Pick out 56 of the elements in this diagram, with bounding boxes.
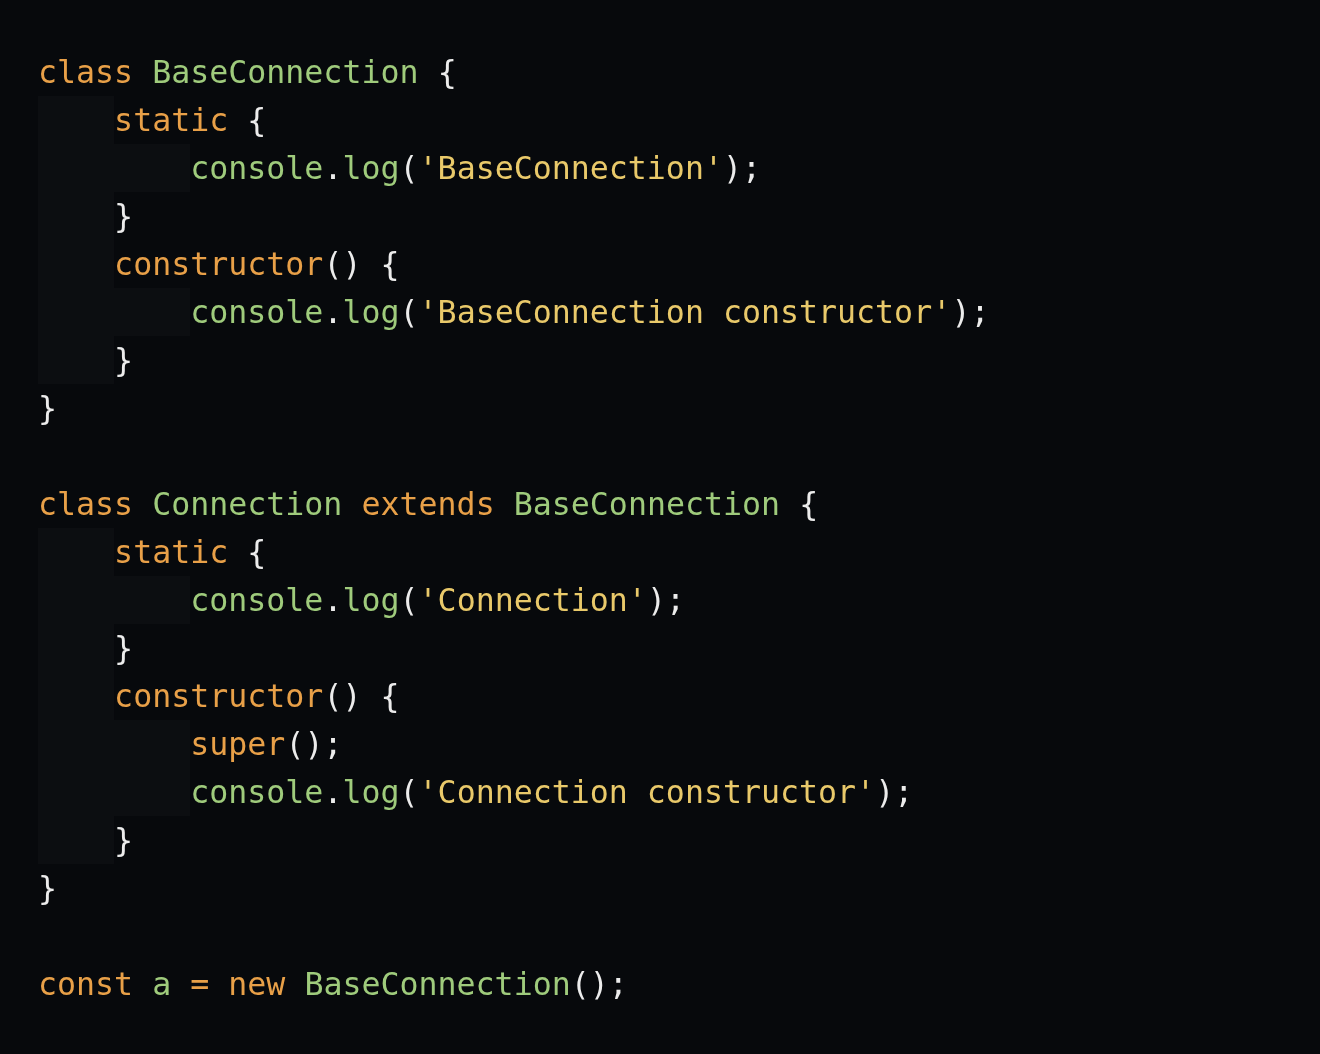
code-identifier: BaseConnection bbox=[304, 965, 571, 1004]
code-punctuation: () bbox=[323, 677, 362, 716]
code-keyword: constructor bbox=[114, 677, 324, 716]
code-punctuation: } bbox=[114, 341, 134, 380]
code-string: 'BaseConnection' bbox=[418, 149, 723, 188]
code-punctuation: { bbox=[380, 245, 400, 284]
code-identifier: console bbox=[190, 581, 324, 620]
code-punctuation: () bbox=[323, 245, 362, 284]
code-identifier: BaseConnection bbox=[513, 485, 781, 524]
code-keyword: extends bbox=[361, 485, 495, 524]
code-identifier: log bbox=[342, 773, 400, 812]
code-punctuation: } bbox=[38, 869, 58, 908]
code-punctuation: { bbox=[247, 101, 267, 140]
code-identifier: log bbox=[342, 293, 400, 332]
code-punctuation: . bbox=[323, 293, 343, 332]
code-keyword: super bbox=[190, 725, 286, 764]
code-string: 'BaseConnection constructor' bbox=[418, 293, 952, 332]
code-punctuation: } bbox=[114, 629, 134, 668]
code-punctuation: ( bbox=[399, 773, 419, 812]
code-punctuation: } bbox=[114, 821, 134, 860]
code-identifier: BaseConnection bbox=[152, 53, 419, 92]
code-punctuation: ); bbox=[951, 293, 990, 332]
code-identifier: Connection bbox=[152, 485, 343, 524]
code-identifier: a bbox=[152, 965, 172, 1004]
code-punctuation: } bbox=[38, 389, 58, 428]
code-keyword: class bbox=[38, 485, 134, 524]
code-keyword: class bbox=[38, 53, 134, 92]
code-punctuation: (); bbox=[285, 725, 343, 764]
code-punctuation: (); bbox=[570, 965, 628, 1004]
code-punctuation: ); bbox=[646, 581, 685, 620]
code-identifier: log bbox=[342, 149, 400, 188]
code-punctuation: { bbox=[799, 485, 819, 524]
code-punctuation: ); bbox=[723, 149, 762, 188]
code-keyword: static bbox=[114, 101, 229, 140]
code-punctuation: . bbox=[323, 581, 343, 620]
code-punctuation: . bbox=[323, 773, 343, 812]
code-punctuation: ( bbox=[399, 581, 419, 620]
code-keyword: new bbox=[228, 965, 286, 1004]
code-string: 'Connection constructor' bbox=[418, 773, 876, 812]
code-identifier: console bbox=[190, 293, 324, 332]
code-keyword: static bbox=[114, 533, 229, 572]
code-punctuation: ); bbox=[875, 773, 914, 812]
code-identifier: log bbox=[342, 581, 400, 620]
code-identifier: console bbox=[190, 149, 324, 188]
code-punctuation: ( bbox=[399, 149, 419, 188]
code-punctuation: { bbox=[380, 677, 400, 716]
code-punctuation: ( bbox=[399, 293, 419, 332]
code-punctuation: { bbox=[437, 53, 457, 92]
code-keyword: const bbox=[38, 965, 134, 1004]
code-string: 'Connection' bbox=[418, 581, 647, 620]
code-punctuation: { bbox=[247, 533, 267, 572]
code-identifier: console bbox=[190, 773, 324, 812]
code-punctuation: . bbox=[323, 149, 343, 188]
code-punctuation: } bbox=[114, 197, 134, 236]
code-keyword: constructor bbox=[114, 245, 324, 284]
code-keyword: = bbox=[190, 965, 210, 1004]
